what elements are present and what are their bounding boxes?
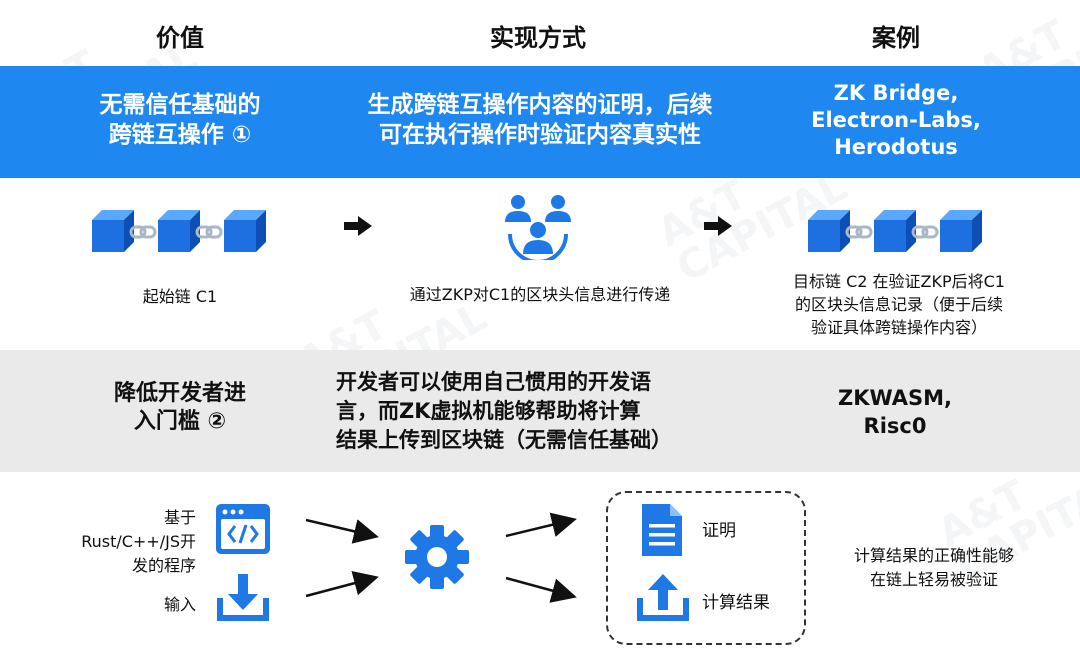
code-window-icon [216, 504, 270, 554]
row2-case: ZKWASM, Risc0 [838, 386, 952, 438]
transfer-label: 通过ZKP对C1的区块头信息进行传递 [409, 285, 671, 304]
row1-case: ZK Bridge, Electron-Labs, Herodotus [811, 81, 981, 159]
gear-icon [405, 525, 469, 589]
download-icon [217, 574, 269, 621]
header-case: 案例 [872, 24, 920, 52]
source-chain-label: 起始链 C1 [142, 287, 218, 306]
source-chain-icon [92, 210, 266, 252]
flow-arrows [305, 512, 577, 603]
row2-band [0, 350, 1080, 472]
row2-method: 开发者可以使用自己惯用的开发语 言，而ZK虚拟机能够帮助将计算 结果上传到区块链… [336, 370, 672, 452]
row1-band [0, 66, 1080, 178]
row1-value: 无需信任基础的 跨链互操作 ① [99, 92, 261, 148]
row1-method: 生成跨链互操作内容的证明，后续 可在执行操作时验证内容真实性 [367, 92, 713, 148]
header-value: 价值 [156, 24, 204, 52]
proof-label: 证明 [702, 521, 736, 541]
upload-icon [637, 574, 689, 621]
row2-value: 降低开发者进 入门槛 ② [113, 381, 246, 434]
program-label: 基于 Rust/C++/JS开 发的程序 [81, 508, 196, 575]
document-icon [642, 504, 682, 556]
verify-label: 计算结果的正确性能够 在链上轻易被验证 [853, 546, 1014, 589]
target-chain-icon [808, 210, 982, 252]
arrow-right-icon [344, 216, 372, 236]
users-icon [505, 195, 571, 260]
result-label: 计算结果 [702, 593, 770, 613]
header-method: 实现方式 [490, 24, 586, 52]
target-chain-label: 目标链 C2 在验证ZKP后将C1 的区块头信息记录（便于后续 验证具体跨链操作… [793, 272, 1005, 337]
input-label: 输入 [163, 595, 196, 614]
output-box [606, 491, 806, 645]
arrow-right-icon [704, 216, 732, 236]
